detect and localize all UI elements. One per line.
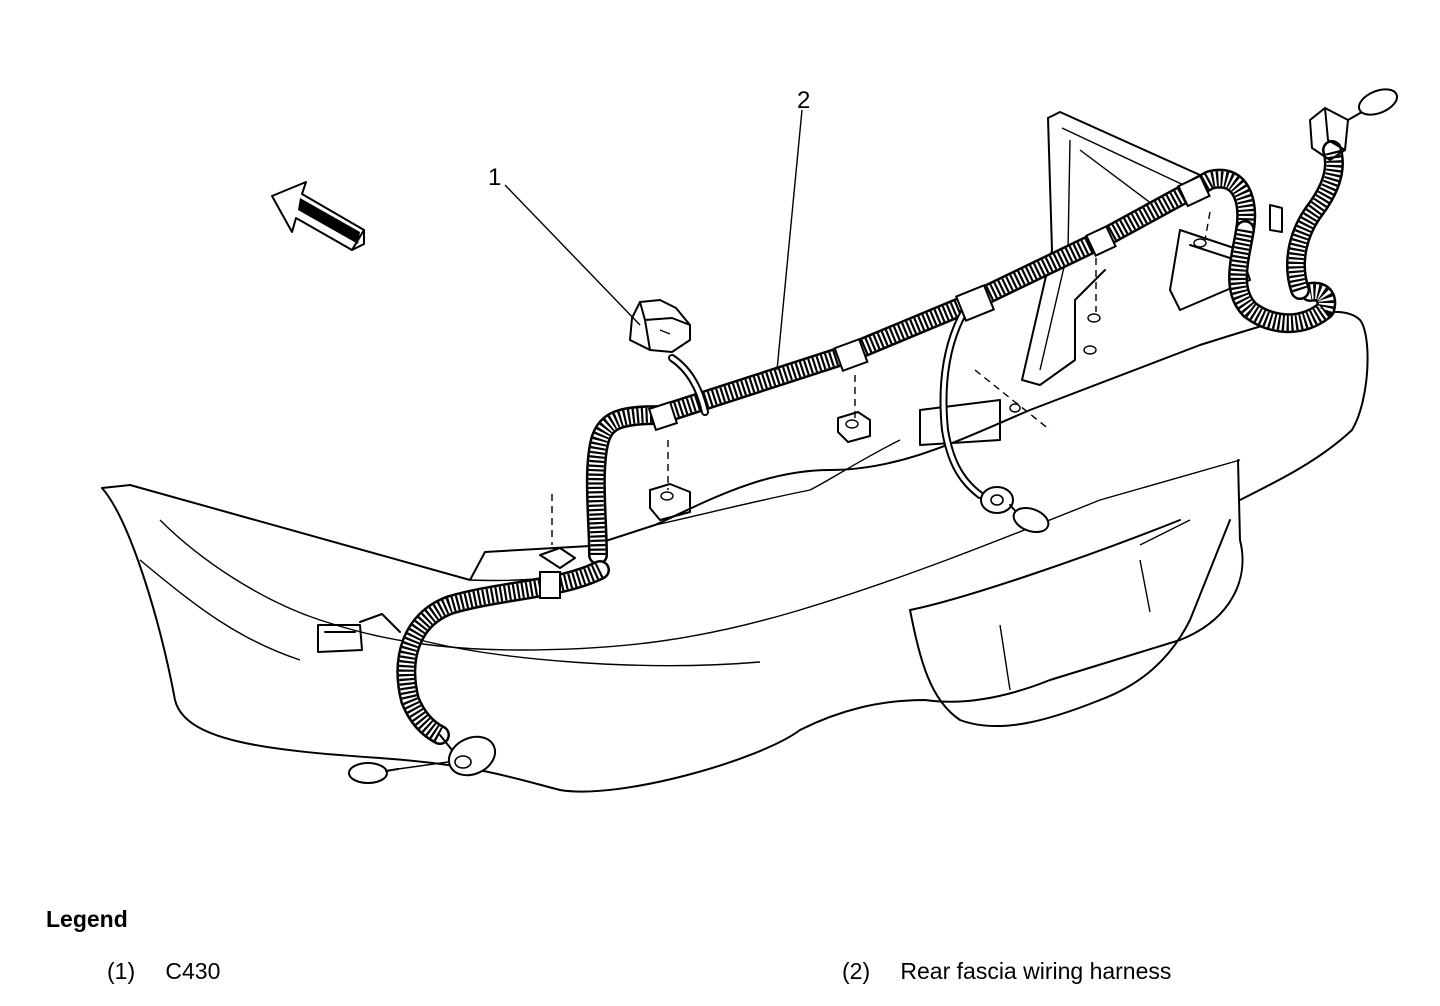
legend-item-label: Rear fascia wiring harness — [900, 958, 1172, 984]
rear-fascia-harness-diagram: 1 2 — [101, 87, 1398, 793]
bulb-center-icon — [1009, 504, 1050, 534]
legend-item-wiring-harness: (2) Rear fascia wiring harness — [842, 958, 1171, 985]
bulb-left-icon — [348, 761, 449, 784]
callout-2-leader — [776, 109, 803, 371]
lamp-socket-right — [1309, 107, 1349, 161]
lamp-socket-center — [980, 486, 1014, 514]
callout-2-label: 2 — [797, 87, 810, 114]
front-direction-arrow-icon — [271, 181, 365, 251]
legend-item-number: (1) — [107, 958, 136, 984]
callout-1-leader — [504, 184, 641, 326]
rear-fascia-wiring-harness — [396, 140, 1344, 745]
legend-item-number: (2) — [842, 958, 871, 984]
legend-item-label: C430 — [165, 958, 221, 984]
bulb-right-icon — [1347, 88, 1398, 121]
lamp-socket-left — [439, 734, 497, 777]
c430-connector — [629, 299, 691, 353]
legend-title: Legend — [46, 906, 128, 932]
mounting-tabs — [317, 238, 1207, 653]
legend-item-c430: (1) C430 — [107, 958, 220, 985]
callout-1-label: 1 — [488, 164, 501, 191]
fastener-guide-lines — [551, 211, 1211, 545]
